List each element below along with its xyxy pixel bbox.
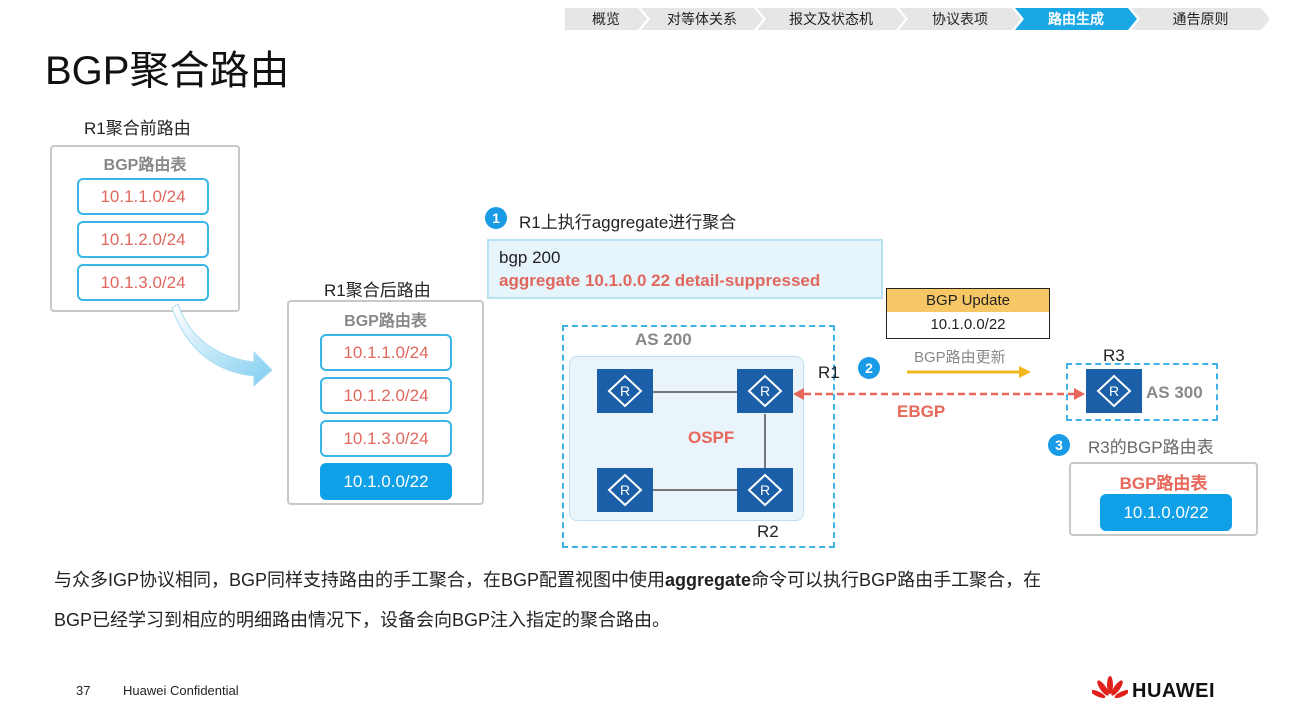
ebgp-link	[793, 388, 1085, 400]
before-route-table: BGP路由表 10.1.1.0/24 10.1.2.0/24 10.1.3.0/…	[50, 145, 240, 312]
route-entry: 10.1.1.0/24	[320, 334, 452, 371]
description-line-2: BGP已经学习到相应的明细路由情况下，设备会向BGP注入指定的聚合路由。	[54, 610, 671, 630]
step-1-text: R1上执行aggregate进行聚合	[519, 213, 737, 232]
r3-route-entry: 10.1.0.0/22	[1100, 494, 1232, 531]
step-3-text: R3的BGP路由表	[1088, 438, 1214, 457]
description-keyword: aggregate	[665, 570, 752, 590]
huawei-wordmark: HUAWEI	[1132, 680, 1215, 702]
update-arrow	[907, 366, 1031, 378]
route-entry: 10.1.3.0/24	[320, 420, 452, 457]
command-line-2: aggregate 10.1.0.0 22 detail-suppressed	[499, 271, 821, 290]
before-caption: R1聚合前路由	[84, 119, 191, 138]
before-table-title: BGP路由表	[103, 157, 187, 174]
router-glyph: R	[760, 482, 770, 498]
r3-table-title: BGP路由表	[1119, 474, 1208, 493]
description-text: 与众多IGP协议相同，BGP同样支持路由的手工聚合，在BGP配置视图中使用	[54, 570, 666, 590]
step-3-badge: 3	[1048, 434, 1070, 456]
ospf-label: OSPF	[688, 428, 735, 447]
description-line-1: 与众多IGP协议相同，BGP同样支持路由的手工聚合，在BGP配置视图中使用agg…	[54, 566, 1041, 592]
huawei-logo: HUAWEI	[1092, 676, 1232, 706]
router-r1: R	[737, 369, 793, 413]
as200-boundary	[562, 325, 835, 548]
route-entry: 10.1.2.0/24	[320, 377, 452, 414]
bgp-update-header: BGP Update	[886, 288, 1050, 314]
step-1-badge: 1	[485, 207, 507, 229]
description-text: 命令可以执行BGP路由手工聚合，在	[751, 570, 1042, 590]
bgp-update-label: BGP路由更新	[914, 349, 1006, 366]
router-as200-bottom-left: R	[597, 468, 653, 512]
as200-label: AS 200	[635, 330, 692, 349]
router-glyph: R	[620, 482, 630, 498]
page-title: BGP聚合路由	[45, 49, 290, 93]
after-route-table: BGP路由表 10.1.1.0/24 10.1.2.0/24 10.1.3.0/…	[287, 300, 484, 505]
huawei-flower-icon	[1092, 676, 1128, 699]
router-glyph: R	[760, 383, 770, 399]
route-entry: 10.1.2.0/24	[77, 221, 209, 258]
top-navigation: 概览 对等体关系 报文及状态机 协议表项 路由生成 通告原则	[565, 8, 1270, 30]
router-as200-top-left: R	[597, 369, 653, 413]
router-glyph: R	[620, 383, 630, 399]
router-r3: R	[1086, 369, 1142, 413]
nav-tab-advertise[interactable]: 通告原则	[1131, 8, 1270, 30]
nav-tab-message[interactable]: 报文及状态机	[757, 8, 905, 30]
r3-label: R3	[1103, 346, 1125, 365]
page-number: 37	[76, 683, 91, 698]
router-r2: R	[737, 468, 793, 512]
route-entry: 10.1.1.0/24	[77, 178, 209, 215]
nav-tab-overview[interactable]: 概览	[565, 8, 647, 30]
bgp-update-route: 10.1.0.0/22	[886, 312, 1050, 339]
command-line-1: bgp 200	[499, 248, 561, 267]
command-box: bgp 200 aggregate 10.1.0.0 22 detail-sup…	[487, 239, 883, 299]
ebgp-label: EBGP	[897, 402, 946, 421]
as300-label: AS 300	[1146, 383, 1203, 402]
as300-boundary	[1066, 363, 1218, 421]
after-table-title: BGP路由表	[344, 313, 427, 330]
r1-label: R1	[818, 363, 840, 382]
r3-route-table: BGP路由表 10.1.0.0/22	[1069, 462, 1258, 536]
router-glyph: R	[1109, 383, 1119, 399]
aggregate-route-entry: 10.1.0.0/22	[320, 463, 452, 500]
nav-tab-table[interactable]: 协议表项	[899, 8, 1021, 30]
aggregation-arrow	[171, 303, 273, 388]
r2-label: R2	[757, 522, 779, 541]
step-2-badge: 2	[858, 357, 880, 379]
confidential-label: Huawei Confidential	[123, 683, 239, 698]
nav-tab-peer[interactable]: 对等体关系	[641, 8, 763, 30]
after-caption: R1聚合后路由	[324, 281, 431, 300]
route-entry: 10.1.3.0/24	[77, 264, 209, 301]
nav-tab-route-gen[interactable]: 路由生成	[1015, 8, 1137, 30]
